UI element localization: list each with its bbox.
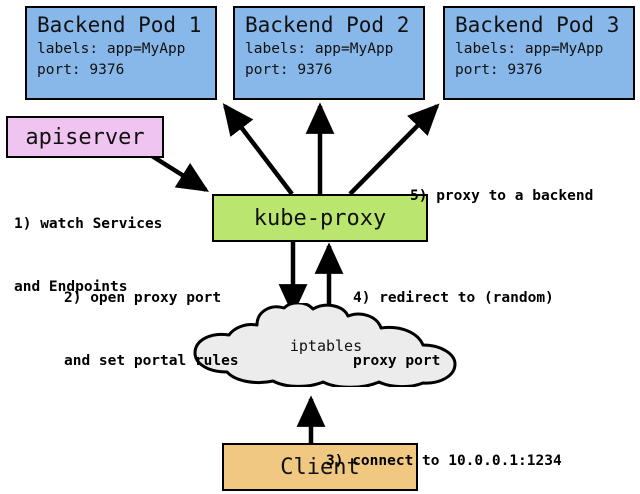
- annotation-step-1: 1) watch Services and Endpoints: [14, 172, 162, 340]
- pod-1-title: Backend Pod 1: [37, 13, 202, 37]
- annotation-step-1-line-1: 1) watch Services: [14, 216, 163, 232]
- cloud-shape-icon: [193, 301, 457, 389]
- node-backend-pod-3[interactable]: Backend Pod 3 labels: app=MyApp port: 93…: [443, 6, 635, 100]
- annotation-step-2-line-1: 2) open proxy port: [64, 290, 222, 306]
- annotation-step-2: 2) open proxy port and set portal rules: [64, 246, 239, 414]
- node-backend-pod-2[interactable]: Backend Pod 2 labels: app=MyApp port: 93…: [233, 6, 425, 100]
- node-apiserver[interactable]: apiserver: [6, 116, 164, 158]
- pod-2-port: port: 9376: [245, 62, 333, 78]
- node-client[interactable]: Client: [222, 443, 418, 491]
- iptables-label: iptables: [289, 337, 363, 355]
- annotation-step-3-line-1: 3) connect to 10.0.0.1:1234: [326, 453, 562, 469]
- apiserver-label: apiserver: [25, 124, 145, 150]
- annotation-step-5-line-1: 5) proxy to a backend: [410, 188, 594, 204]
- pod-2-title: Backend Pod 2: [245, 13, 410, 37]
- kube-proxy-label: kube-proxy: [253, 205, 387, 231]
- annotation-step-4-line-1: 4) redirect to (random): [353, 290, 554, 306]
- pod-2-labels: labels: app=MyApp: [245, 41, 394, 57]
- annotation-step-4: 4) redirect to (random) proxy port: [353, 246, 554, 414]
- client-label: Client: [280, 454, 360, 480]
- annotation-step-4-line-2: proxy port: [353, 353, 441, 369]
- pod-3-labels: labels: app=MyApp: [455, 41, 604, 57]
- annotation-step-3: 3) connect to 10.0.0.1:1234: [326, 409, 562, 494]
- node-iptables-cloud[interactable]: iptables: [185, 301, 467, 389]
- pod-3-port: port: 9376: [455, 62, 543, 78]
- pod-1-port: port: 9376: [37, 62, 125, 78]
- annotation-step-1-line-2: and Endpoints: [14, 279, 128, 295]
- node-backend-pod-1[interactable]: Backend Pod 1 labels: app=MyApp port: 93…: [25, 6, 217, 100]
- edge-kubeproxy-to-pod-1: [222, 103, 294, 196]
- node-kube-proxy[interactable]: kube-proxy: [212, 194, 428, 242]
- pod-3-title: Backend Pod 3: [455, 13, 620, 37]
- pod-1-labels: labels: app=MyApp: [37, 41, 186, 57]
- annotation-step-5: 5) proxy to a backend: [410, 144, 593, 249]
- annotation-step-2-line-2: and set portal rules: [64, 353, 239, 369]
